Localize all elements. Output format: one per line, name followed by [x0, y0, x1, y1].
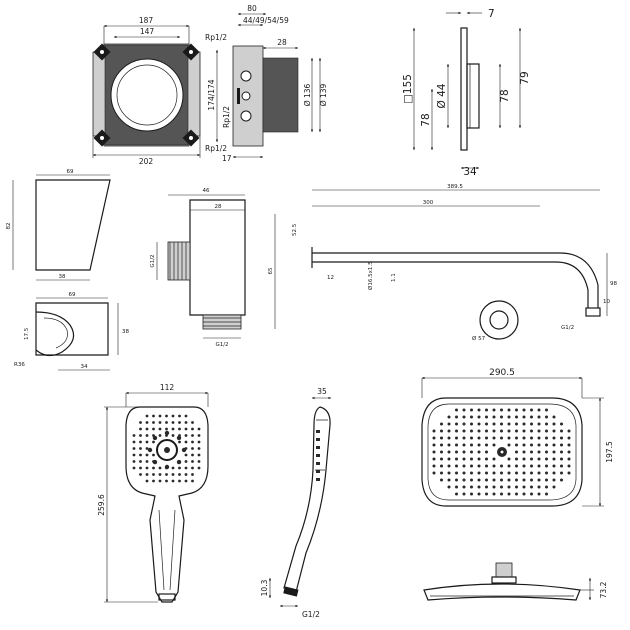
dim-outlet-inner-width: 28 — [215, 204, 222, 210]
dim-arm-small: 1.1 — [391, 273, 397, 282]
concealed-box-side-view: 80 44/49/54/59 28 Ø 136 Ø 139 174/174 Rp… — [205, 4, 328, 163]
dim-arm-straight-length: 300 — [423, 200, 434, 206]
dim-arm-total-length: 389.5 — [447, 184, 463, 190]
hook-bracket-plan: 69 38 34 R36 17.5 — [14, 292, 129, 371]
shower-arm-elevation: 389.5 300 52.5 12 1.1 Ø16.5x1.5 98 10 G1… — [292, 184, 617, 342]
dim-overhead-width: 290.5 — [489, 368, 515, 378]
dim-bracket-height: 82 — [6, 223, 12, 230]
dim-outlet-width: 46 — [203, 188, 210, 194]
dim-arm-flange-offset: 12 — [327, 275, 334, 281]
dim-radius: R36 — [14, 362, 25, 368]
label-outlet-thread-bottom: G1/2 — [215, 342, 228, 348]
dim-base-width: 202 — [139, 157, 154, 166]
overhead-shower-plan-view: 290.5 197.5 — [421, 368, 614, 507]
dim-hand-head-width: 112 — [160, 383, 175, 392]
hand-shower-side-view: 35 10.3 G1/2 — [260, 387, 332, 619]
dim-arm-radius: 10 — [603, 299, 610, 305]
dim-flange-diameter: Ø 57 — [472, 335, 486, 342]
dim-outer-width: 187 — [139, 16, 154, 25]
overhead-shower-nozzles — [432, 408, 571, 496]
hand-shower-nozzles — [132, 414, 201, 483]
label-thread-top: Rp1/2 — [205, 33, 227, 42]
overhead-shower-profile: 73.2 — [423, 562, 608, 601]
label-side-thread: G1/2 — [302, 610, 320, 619]
dim-total-depth: 80 — [247, 4, 257, 13]
label-thread-bottom: Rp1/2 — [205, 144, 227, 153]
dim-plan-height: 38 — [122, 329, 129, 335]
dim-plan-width: 69 — [69, 292, 76, 298]
dim-overhead-profile-height: 73.2 — [599, 581, 608, 598]
hook-bracket-elevation: 69 82 38 — [6, 169, 111, 281]
dim-side-head-depth: 35 — [317, 387, 327, 396]
concealed-box-front-view: 187 147 202 — [92, 16, 201, 166]
dim-knob-diameter: Ø 44 — [436, 83, 448, 108]
label-thread-mid: Rp1/2 — [222, 106, 231, 128]
dim-knob-half: 78 — [499, 89, 511, 102]
dim-plate-thickness: 7 — [488, 8, 495, 20]
dim-inset-depth: 28 — [277, 38, 287, 47]
dim-side-connector-length: 10.3 — [260, 579, 269, 596]
dim-bracket-top-width: 69 — [67, 169, 74, 175]
dim-arm-pipe-diameter: Ø16.5x1.5 — [367, 261, 374, 290]
dim-arm-height-right: 98 — [610, 281, 617, 287]
dim-knob-height: 79 — [519, 71, 531, 84]
dim-bracket-bottom-width: 38 — [59, 274, 66, 280]
dim-diameter-inner: Ø 139 — [319, 83, 328, 106]
dim-depth-small: 17 — [222, 154, 232, 163]
dim-plate-half: 78 — [420, 113, 432, 126]
dim-side-height: 174/174 — [207, 79, 216, 110]
dim-plan-depth: 34 — [81, 364, 88, 370]
dim-hand-total-length: 259.6 — [97, 494, 106, 516]
dim-inner-width: 147 — [140, 27, 155, 36]
label-arm-thread: G1/2 — [561, 325, 574, 331]
dim-overhead-depth: 197.5 — [605, 441, 614, 463]
hand-shower-front-view: 112 259.6 — [97, 383, 209, 603]
dim-arm-vertical-offset: 52.5 — [292, 223, 298, 236]
dim-knob-depth: 34 — [463, 166, 477, 178]
dim-offset: 17.5 — [24, 327, 30, 340]
dim-diameter-outer: Ø 136 — [303, 83, 312, 106]
cover-plate-side-view: 7 □155 78 Ø 44 79 78 34 — [402, 8, 531, 178]
dim-plate-size: □155 — [402, 74, 414, 104]
wall-outlet-elevation: 46 28 65 G1/2 G1/2 — [150, 188, 276, 348]
dim-outlet-height: 65 — [268, 267, 274, 274]
label-outlet-thread-side: G1/2 — [150, 254, 156, 267]
dim-depth-range: 44/49/54/59 — [243, 16, 289, 25]
